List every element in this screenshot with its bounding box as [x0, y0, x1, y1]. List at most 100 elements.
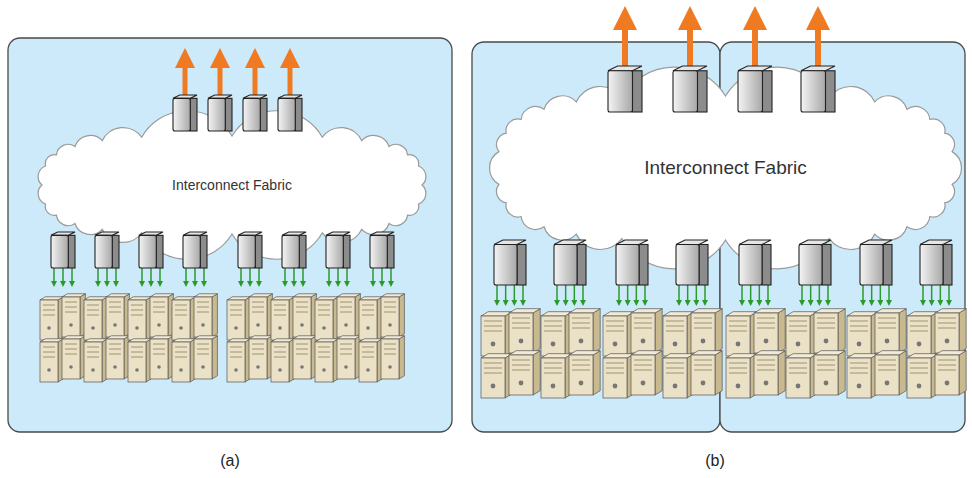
downlink-arrow — [636, 281, 638, 303]
server-box — [128, 339, 151, 382]
downlink-arrow — [249, 264, 251, 284]
server-box — [814, 351, 845, 395]
downlink-arrow — [880, 281, 882, 303]
server-box — [663, 312, 694, 356]
server-box — [106, 294, 129, 337]
cloud-label: Interconnect Fabric — [172, 177, 292, 193]
switch-icon — [326, 232, 350, 268]
downlink-arrow — [514, 281, 516, 303]
server-box — [481, 354, 512, 398]
server-box — [84, 339, 107, 382]
downlink-arrow — [810, 281, 812, 303]
uplink-arrow — [218, 58, 223, 99]
downlink-arrow — [337, 264, 339, 284]
server-box — [481, 312, 512, 356]
server-box — [172, 339, 195, 382]
uplink-arrow — [253, 58, 258, 99]
server-box — [194, 336, 217, 379]
downlink-arrow — [505, 281, 507, 303]
downlink-arrow — [862, 281, 864, 303]
downlink-arrow — [106, 264, 108, 284]
uplink-arrow — [183, 58, 188, 99]
server-box — [150, 336, 173, 379]
server-box — [337, 294, 360, 337]
server-box — [381, 294, 404, 337]
server-box — [381, 336, 404, 379]
server-box — [315, 339, 338, 382]
switch-icon — [243, 95, 267, 131]
downlink-arrow — [159, 264, 161, 284]
switch-icon — [183, 232, 207, 268]
server-box — [84, 297, 107, 340]
uplink-arrow — [687, 18, 693, 70]
downlink-arrow — [922, 281, 924, 303]
server-box — [754, 351, 785, 395]
panel-label: (b) — [705, 452, 725, 470]
uplink-arrow — [288, 58, 293, 99]
server-box — [249, 336, 272, 379]
server-box — [150, 294, 173, 337]
server-box — [509, 309, 540, 353]
switch-icon — [238, 232, 262, 268]
server-box — [907, 354, 938, 398]
server-box — [359, 297, 382, 340]
downlink-arrow — [284, 264, 286, 284]
server-box — [541, 312, 572, 356]
interconnect-cloud: Interconnect Fabric — [32, 126, 432, 244]
switch-icon — [860, 240, 892, 285]
uplink-arrow — [815, 18, 821, 70]
downlink-arrow — [194, 264, 196, 284]
downlink-arrow — [687, 281, 689, 303]
server-box — [691, 309, 722, 353]
downlink-arrow — [948, 281, 950, 303]
downlink-arrow — [940, 281, 942, 303]
panel-label: (a) — [220, 452, 240, 470]
interconnect-cloud: Interconnect Fabric — [488, 86, 963, 250]
server-box — [603, 312, 634, 356]
downlink-arrow — [302, 264, 304, 284]
uplink-arrow — [622, 18, 628, 70]
server-box — [786, 312, 817, 356]
downlink-arrow — [53, 264, 55, 284]
server-box — [875, 351, 906, 395]
server-box — [249, 294, 272, 337]
downlink-arrow — [704, 281, 706, 303]
server-box — [907, 312, 938, 356]
downlink-arrow — [627, 281, 629, 303]
server-box — [128, 297, 151, 340]
uplink-arrow — [752, 18, 758, 70]
downlink-arrow — [258, 264, 260, 284]
server-box — [663, 354, 694, 398]
server-box — [754, 309, 785, 353]
datacenter-panel — [8, 38, 452, 432]
downlink-arrow — [62, 264, 64, 284]
switch-icon — [494, 240, 526, 285]
server-box — [569, 309, 600, 353]
switch-icon — [51, 232, 75, 268]
switch-icon — [616, 240, 648, 285]
server-box — [172, 297, 195, 340]
server-box — [631, 309, 662, 353]
server-box — [106, 336, 129, 379]
downlink-arrow — [293, 264, 295, 284]
server-box — [227, 339, 250, 382]
server-box — [786, 354, 817, 398]
switch-icon — [920, 240, 952, 285]
downlink-arrow — [888, 281, 890, 303]
server-box — [271, 297, 294, 340]
downlink-arrow — [801, 281, 803, 303]
downlink-arrow — [678, 281, 680, 303]
downlink-arrow — [115, 264, 117, 284]
downlink-arrow — [574, 281, 576, 303]
server-box — [569, 351, 600, 395]
server-box — [337, 336, 360, 379]
downlink-arrow — [203, 264, 205, 284]
server-racks — [40, 294, 966, 398]
server-box — [271, 339, 294, 382]
switch-icon — [173, 95, 197, 131]
server-box — [726, 312, 757, 356]
downlink-arrow — [390, 264, 392, 284]
switch-icon — [799, 240, 831, 285]
downlink-arrow — [141, 264, 143, 284]
